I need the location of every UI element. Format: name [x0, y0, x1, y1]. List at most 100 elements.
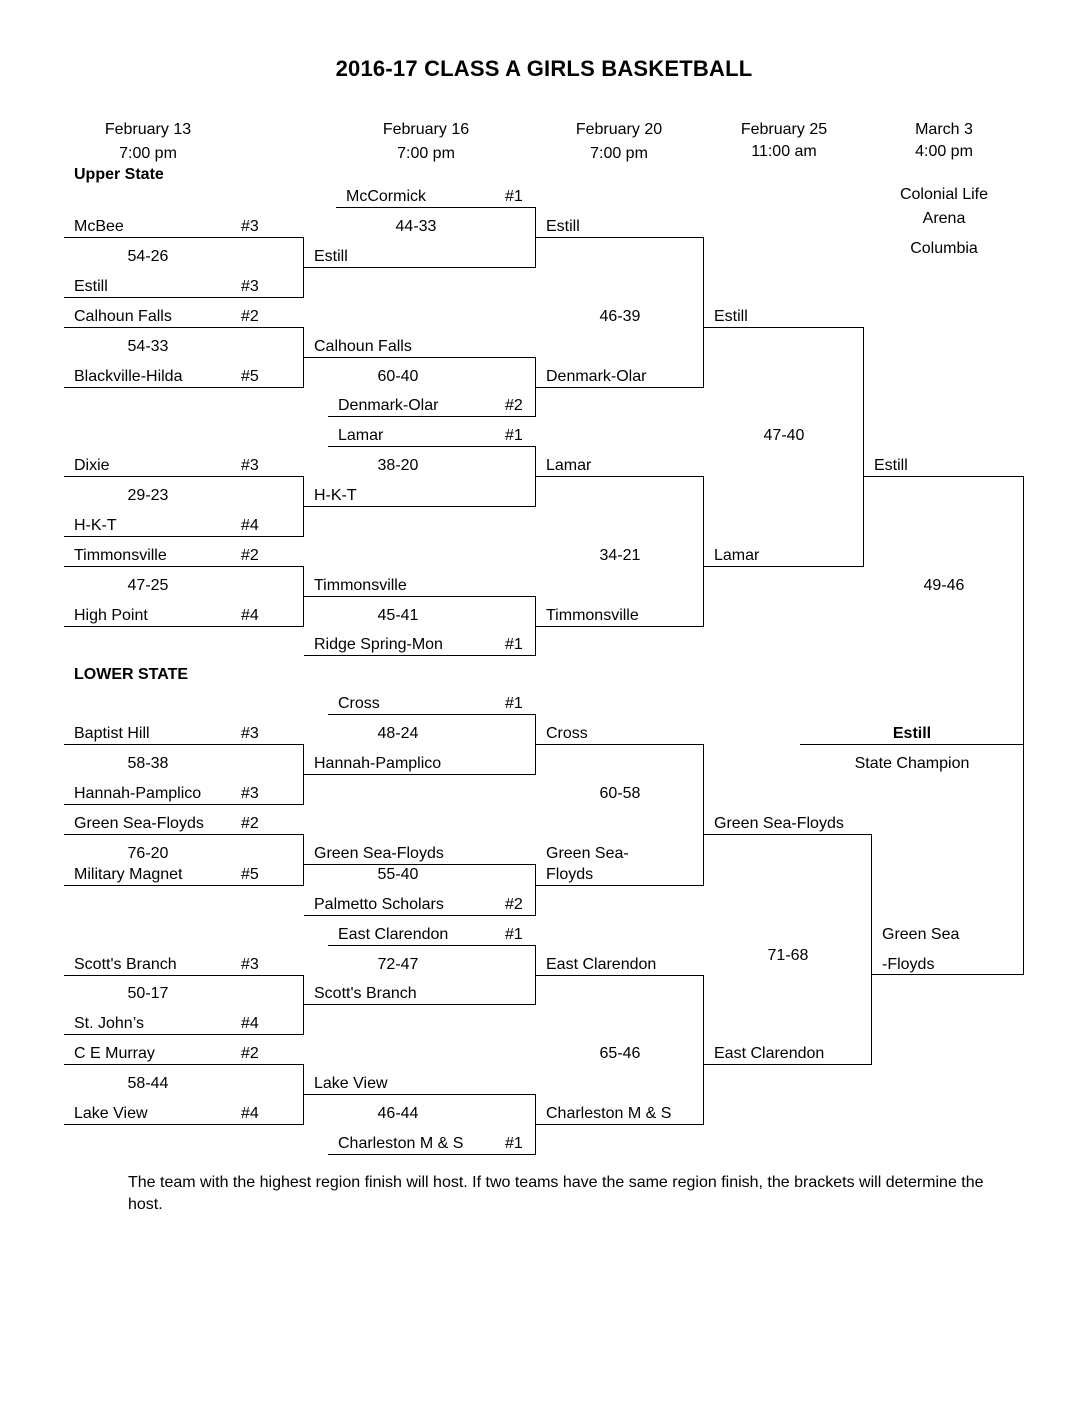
r4-upper-score: 47-40 — [763, 427, 805, 444]
r4-upper-top-line — [704, 327, 864, 328]
r1-g3-connector — [303, 476, 304, 537]
r1-g8-score: 58-44 — [127, 1075, 169, 1092]
r1-g3-bottom-line — [64, 536, 304, 537]
r1-g3-score: 29-23 — [127, 487, 169, 504]
r3-g4-top-team: East Clarendon — [546, 956, 657, 973]
r2-g7-connector — [535, 945, 536, 1005]
r1-g5-bottom-seed: #3 — [241, 785, 259, 802]
r4-upper-connector — [863, 327, 864, 567]
r4-lower-top-team: Green Sea-Floyds — [714, 815, 844, 832]
r2-g8-winner: Lake View — [314, 1075, 388, 1092]
round2-date: February 16 — [382, 121, 470, 138]
r1-g3-bottom-seed: #4 — [241, 517, 259, 534]
r1-g2-score: 54-33 — [127, 338, 169, 355]
r1-g7-score: 50-17 — [127, 985, 169, 1002]
r1-g7-top-seed: #3 — [241, 956, 259, 973]
r2-g6-seed: #2 — [505, 896, 523, 913]
r1-g3-bottom-team: H-K-T — [74, 517, 117, 534]
venue-line3: Columbia — [910, 240, 978, 257]
r3-g2-bottom-line — [536, 626, 704, 627]
champion-label: State Champion — [854, 755, 970, 772]
r1-g5-top-seed: #3 — [241, 725, 259, 742]
r1-g5-score: 58-38 — [127, 755, 169, 772]
r3-g1-top-team: Estill — [546, 218, 580, 235]
r2-g4-seeded-team: Ridge Spring-Mon — [314, 636, 443, 653]
r2-g3-bottom-line — [304, 506, 536, 507]
r1-g8-top-team: C E Murray — [74, 1045, 155, 1062]
final-score: 49-46 — [923, 577, 965, 594]
r2-g6-bottom-line — [304, 915, 536, 916]
r1-g1-top-team: McBee — [74, 218, 124, 235]
upper-state-label: Upper State — [74, 166, 164, 183]
r1-g4-top-seed: #2 — [241, 547, 259, 564]
r2-g2-bottom-line — [328, 416, 536, 417]
r2-g6-connector — [535, 864, 536, 916]
r2-g1-score: 44-33 — [395, 218, 437, 235]
r3-g4-top-line — [536, 975, 704, 976]
r2-g5-top-line — [328, 714, 536, 715]
r2-g2-score: 60-40 — [377, 368, 419, 385]
final-time: 4:00 pm — [915, 143, 973, 160]
r3-g2-bottom-team: Timmonsville — [546, 607, 639, 624]
r2-g8-top-line — [304, 1094, 536, 1095]
r2-g1-top-line — [336, 207, 536, 208]
r2-g5-seed: #1 — [505, 695, 523, 712]
r1-g6-score: 76-20 — [127, 845, 169, 862]
round4-time: 11:00 am — [751, 143, 817, 160]
footnote: The team with the highest region finish … — [128, 1174, 984, 1213]
r2-g6-winner: Green Sea-Floyds — [314, 845, 444, 862]
r1-g2-top-seed: #2 — [241, 308, 259, 325]
r2-g3-winner: H-K-T — [314, 487, 357, 504]
r1-g3-top-seed: #3 — [241, 457, 259, 474]
r1-g6-top-team: Green Sea-Floyds — [74, 815, 204, 832]
round2-time: 7:00 pm — [397, 145, 455, 162]
lower-state-label: LOWER STATE — [74, 666, 189, 683]
champion-team: Estill — [892, 725, 932, 742]
r2-g3-connector — [535, 446, 536, 507]
r2-g1-seed: #1 — [505, 188, 523, 205]
r1-g2-bottom-line — [64, 387, 304, 388]
r3-g1-connector — [703, 237, 704, 388]
r2-g8-seeded-team: Charleston M & S — [338, 1135, 464, 1152]
champion-line — [800, 744, 1024, 745]
r3-g4-bottom-team: Charleston M & S — [546, 1105, 672, 1122]
r3-g3-top-team: Cross — [546, 725, 588, 742]
r2-g5-bottom-line — [304, 774, 536, 775]
r3-g1-bottom-line — [536, 387, 704, 388]
r2-g4-winner: Timmonsville — [314, 577, 407, 594]
r1-g4-score: 47-25 — [127, 577, 169, 594]
r1-g5-connector — [303, 744, 304, 805]
r3-g3-bottom-line — [536, 885, 704, 886]
r2-g4-bottom-line — [304, 655, 536, 656]
r3-g3-score: 60-58 — [599, 785, 641, 802]
final-connector — [1023, 476, 1024, 975]
r1-g1-top-seed: #3 — [241, 218, 259, 235]
r1-g1-top-line — [64, 237, 304, 238]
round3-date: February 20 — [575, 121, 663, 138]
r1-g8-top-seed: #2 — [241, 1045, 259, 1062]
r3-g4-bottom-line — [536, 1124, 704, 1125]
r2-g2-connector — [535, 357, 536, 417]
r4-upper-bottom-line — [704, 566, 864, 567]
r1-g8-bottom-line — [64, 1124, 304, 1125]
r1-g2-connector — [303, 327, 304, 388]
r2-g4-connector — [535, 596, 536, 656]
r2-g7-top-line — [328, 945, 536, 946]
r1-g3-top-team: Dixie — [74, 457, 110, 474]
r1-g4-bottom-seed: #4 — [241, 607, 259, 624]
round3-time: 7:00 pm — [590, 145, 648, 162]
r1-g8-top-line — [64, 1064, 304, 1065]
r1-g6-top-line — [64, 834, 304, 835]
r4-lower-bottom-line — [704, 1064, 872, 1065]
r2-g5-winner: Hannah-Pamplico — [314, 755, 442, 772]
venue-line2: Arena — [922, 210, 966, 227]
r3-g2-connector — [703, 476, 704, 627]
r1-g4-bottom-line — [64, 626, 304, 627]
r1-g6-top-seed: #2 — [241, 815, 259, 832]
r1-g4-connector — [303, 566, 304, 627]
r1-g6-bottom-seed: #5 — [241, 866, 259, 883]
r2-g7-winner: Scott's Branch — [314, 985, 417, 1002]
r2-g6-top-line — [304, 864, 536, 865]
r2-g6-score: 55-40 — [377, 866, 419, 883]
round4-date: February 25 — [740, 121, 828, 138]
